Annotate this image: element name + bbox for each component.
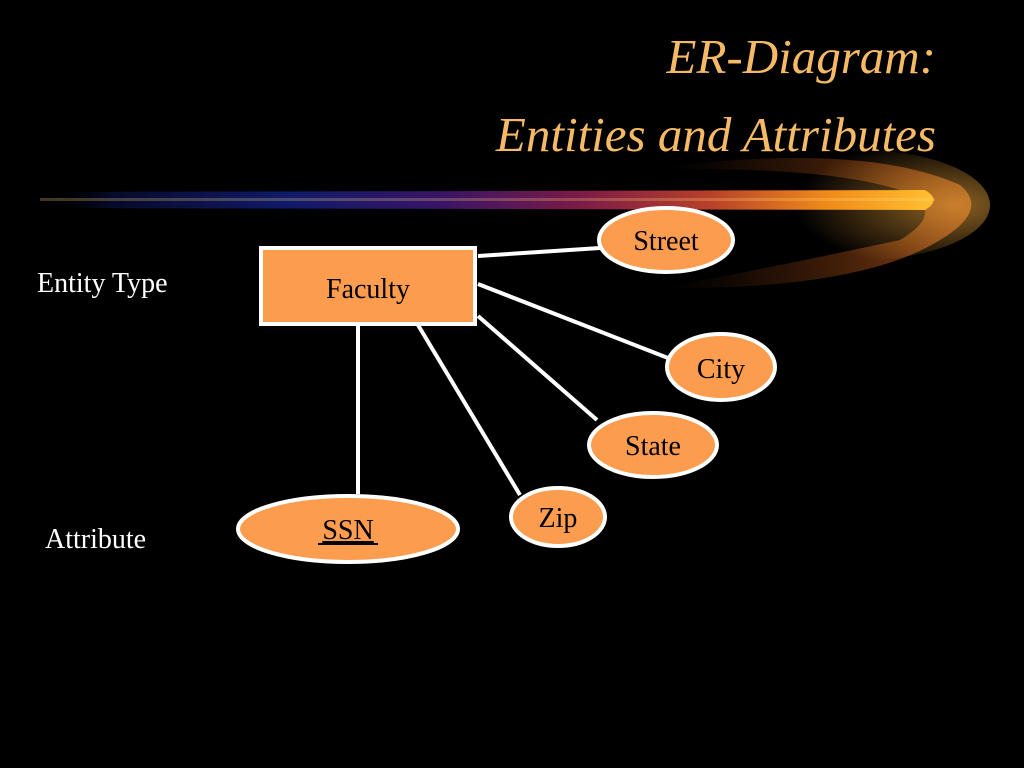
attribute-state: State <box>587 411 719 479</box>
connector-street <box>477 246 601 258</box>
attribute-name: State <box>625 431 681 462</box>
attribute-city: City <box>665 332 777 402</box>
connector-city <box>477 282 669 360</box>
connector-state <box>476 314 599 422</box>
attribute-name-key: SSN <box>322 515 373 546</box>
entity-name: Faculty <box>326 274 410 305</box>
slide-title-line-1: ER-Diagram: <box>666 29 936 84</box>
decorative-beam <box>40 190 935 210</box>
connector-zip <box>416 323 522 497</box>
attribute-label: Attribute <box>45 524 147 555</box>
attribute-zip: Zip <box>509 486 607 548</box>
slide-title-line-2: Entities and Attributes <box>495 107 936 162</box>
attribute-name: City <box>697 354 745 385</box>
attribute-name: Zip <box>539 503 578 534</box>
attribute-ssn: SSN <box>236 494 460 564</box>
attribute-street: Street <box>597 206 735 274</box>
connector-lines <box>356 246 669 497</box>
entity-faculty: Faculty <box>259 246 477 326</box>
entity-type-label: Entity Type <box>37 268 168 299</box>
attribute-name: Street <box>633 226 699 257</box>
